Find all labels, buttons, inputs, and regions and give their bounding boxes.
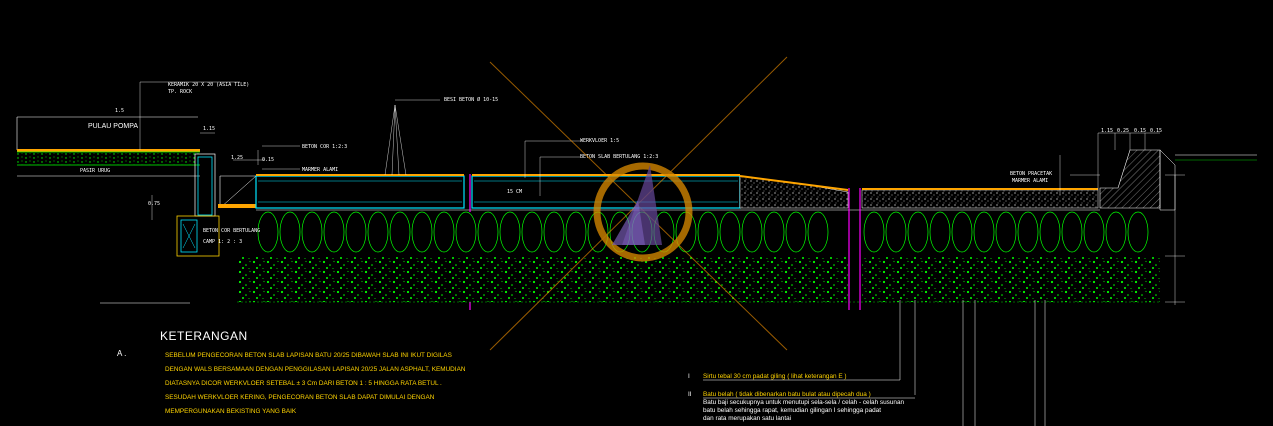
rubble-stone xyxy=(907,211,929,253)
rubble-stone xyxy=(1105,211,1127,253)
rubble-stone xyxy=(1061,211,1083,253)
keterangan-item-a: A . xyxy=(117,349,126,358)
rubble-stone xyxy=(279,211,301,253)
right-curb-section xyxy=(899,132,1257,426)
keterangan-notes: KETERANGAN A . SEBELUM PENGECORAN BETON … xyxy=(117,329,466,415)
dim-b: 0.15 xyxy=(262,157,274,163)
legend-extra-2: batu belah sehingga rapat, kemudian gili… xyxy=(703,407,881,414)
legend-numeral-1: I xyxy=(688,373,690,380)
rubble-stone xyxy=(995,211,1017,253)
rubble-stone xyxy=(411,211,433,253)
label-pulau-pompa: PULAU POMPA xyxy=(88,123,138,130)
dim-right-3: 0.15 xyxy=(1134,128,1146,134)
label-marmer-alami: MARMER ALAMI xyxy=(1012,178,1048,184)
dim-right-1: 1.15 xyxy=(1101,128,1113,134)
legend-extra-3: dan rata merupakan satu lantai xyxy=(703,415,791,422)
label-werkvloer: WERKVLOER 1:5 xyxy=(580,138,619,144)
rubble-stone xyxy=(973,211,995,253)
keterangan-line-1: SEBELUM PENGECORAN BETON SLAB LAPISAN BA… xyxy=(165,352,452,359)
legend-text-2: Batu belah ( tidak dibenarkan batu bulat… xyxy=(703,391,871,398)
label-besi-beton: BESI BETON Ø 10-15 xyxy=(444,96,498,103)
label-tebal: 15 CM xyxy=(507,189,522,195)
rubble-stone xyxy=(499,211,521,253)
rubble-stone xyxy=(257,211,279,253)
rubble-stone xyxy=(785,211,807,253)
rubble-stone xyxy=(543,211,565,253)
rubble-stone xyxy=(477,211,499,253)
rubble-stone xyxy=(389,211,411,253)
slab-section xyxy=(255,99,1100,310)
legend-extra-1: Batu baji secukupnya untuk menutupi sela… xyxy=(703,399,905,406)
label-marmer: MARMER ALAMI xyxy=(302,167,338,173)
label-keramik: KERAMIK 20 X 20 (ASIA TILE) xyxy=(168,82,249,88)
keterangan-line-5: MEMPERGUNAKAN BEKISTING YANG BAIK xyxy=(165,408,297,415)
watermark-logo xyxy=(489,56,788,351)
rubble-stone xyxy=(741,211,763,253)
rubble-stone xyxy=(521,211,543,253)
keterangan-line-4: SESUDAH WERKVLOER KERING, PENGECORAN BET… xyxy=(165,394,435,401)
label-keramik-type: TP. ROCK xyxy=(168,89,192,95)
rubble-stone xyxy=(345,211,367,253)
dim-right-4: 0.15 xyxy=(1150,128,1162,134)
dim-a: 1.25 xyxy=(231,155,243,161)
legend-text-1: Sirtu tebal 30 cm padat giling ( lihat k… xyxy=(703,373,847,380)
rubble-stone xyxy=(763,211,785,253)
rubble-stone xyxy=(807,211,829,253)
rubble-stone xyxy=(455,211,477,253)
rubble-stone xyxy=(885,211,907,253)
label-beton-precetak: BETON PRACETAK xyxy=(1010,171,1052,177)
rubble-stone xyxy=(1017,211,1039,253)
rubble-stone xyxy=(301,211,323,253)
rubble-stone xyxy=(323,211,345,253)
label-beton-cor: BETON COR 1:2:3 xyxy=(302,144,347,150)
keterangan-line-3: DIATASNYA DICOR WERKVLOER SETEBAL ± 3 Cm… xyxy=(165,380,442,387)
pulau-pompa-section xyxy=(16,116,265,304)
rubble-stone xyxy=(433,211,455,253)
rubble-stone xyxy=(1127,211,1149,253)
rubble-stone xyxy=(929,211,951,253)
keterangan-title: KETERANGAN xyxy=(160,329,248,343)
rubble-stone xyxy=(697,211,719,253)
rubble-stone xyxy=(719,211,741,253)
rubble-stone xyxy=(1039,211,1061,253)
rubble-stone xyxy=(1083,211,1105,253)
rubble-stone xyxy=(951,211,973,253)
label-pasir-urug: PASIR URUG xyxy=(80,168,110,174)
drawing-labels: KERAMIK 20 X 20 (ASIA TILE) TP. ROCK 1.5… xyxy=(80,81,1162,245)
rubble-stone xyxy=(863,211,885,253)
dim-right-2: 0.25 xyxy=(1117,128,1129,134)
dim-top-left: 1.5 xyxy=(115,108,124,114)
rubble-stone xyxy=(565,211,587,253)
dim-c: 0.75 xyxy=(148,201,160,207)
label-beton-slab: BETON SLAB BERTULANG 1:2:3 xyxy=(580,154,658,160)
keterangan-line-2: DENGAN WALS BERSAMAAN DENGAN PENGGILASAN… xyxy=(165,366,466,373)
rubble-stone xyxy=(367,211,389,253)
legend-notes: I Sirtu tebal 30 cm padat giling ( lihat… xyxy=(688,373,915,422)
label-beton-cor-bertulang: BETON COR BERTULANG xyxy=(203,228,260,234)
label-campuran: CAMP 1: 2 : 3 xyxy=(203,239,242,245)
legend-numeral-2: II xyxy=(688,391,692,398)
dim-top-mid: 1.15 xyxy=(203,126,215,132)
foundation-layers xyxy=(237,211,1160,303)
